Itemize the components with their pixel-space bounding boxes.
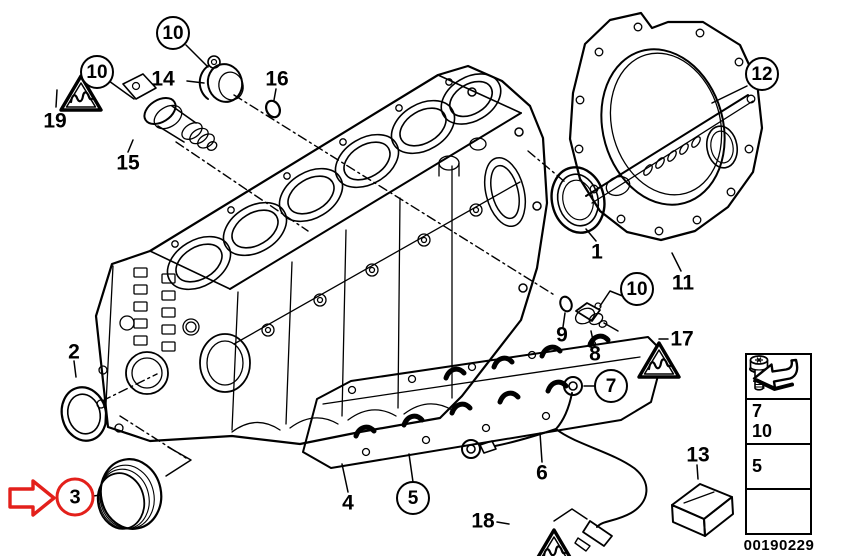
callout-1[interactable]: 1: [591, 240, 603, 264]
callout-19[interactable]: 19: [43, 109, 67, 133]
callout-8[interactable]: 8: [589, 342, 601, 366]
callout-4[interactable]: 4: [342, 491, 354, 515]
legend-row-5: 5: [747, 445, 810, 490]
fastener-legend: 127105: [745, 353, 812, 535]
engine-block-drawing: [94, 64, 549, 446]
shaft-seal-2-drawing: [60, 386, 108, 442]
mounting-direction-lines: [101, 94, 566, 459]
sensor-cable-6-drawing: [461, 376, 648, 552]
callout-9[interactable]: 9: [556, 323, 568, 347]
highlight-arrow: [8, 479, 56, 517]
screw-plug-14-drawing: [198, 55, 244, 103]
callout-15[interactable]: 15: [116, 151, 140, 175]
o-ring-16-drawing: [265, 99, 281, 119]
shaft-seal-1-drawing: [550, 166, 606, 234]
callout-12[interactable]: 12: [745, 57, 779, 91]
callout-5[interactable]: 5: [396, 481, 430, 515]
legend-row-labels: 5: [752, 455, 763, 476]
callout-2[interactable]: 2: [68, 340, 80, 364]
document-number: 00190229: [743, 537, 815, 554]
callout-6[interactable]: 6: [536, 461, 548, 485]
callout-14[interactable]: 14: [151, 67, 175, 91]
sealant-block-13-drawing: [671, 483, 734, 537]
callout-18[interactable]: 18: [471, 509, 495, 533]
callout-10b[interactable]: 10: [80, 55, 114, 89]
sealing-cap-3-drawing: [96, 458, 163, 530]
callout-10c[interactable]: 10: [620, 272, 654, 306]
sensor-8-drawing: [574, 302, 608, 328]
callout-10a[interactable]: 10: [156, 16, 190, 50]
o-ring-9-drawing: [559, 295, 573, 313]
callout-7[interactable]: 7: [594, 369, 628, 403]
legend-row-return-arrow: [747, 490, 810, 533]
callout-17[interactable]: 17: [670, 327, 694, 351]
callout-16[interactable]: 16: [265, 67, 289, 91]
callout-13[interactable]: 13: [686, 443, 710, 467]
end-cover-plate-drawing: [568, 11, 764, 242]
callout-3[interactable]: 3: [55, 477, 95, 517]
sensor-15-drawing: [122, 73, 218, 151]
callout-11[interactable]: 11: [671, 271, 695, 295]
leader-lines: [55, 44, 748, 525]
